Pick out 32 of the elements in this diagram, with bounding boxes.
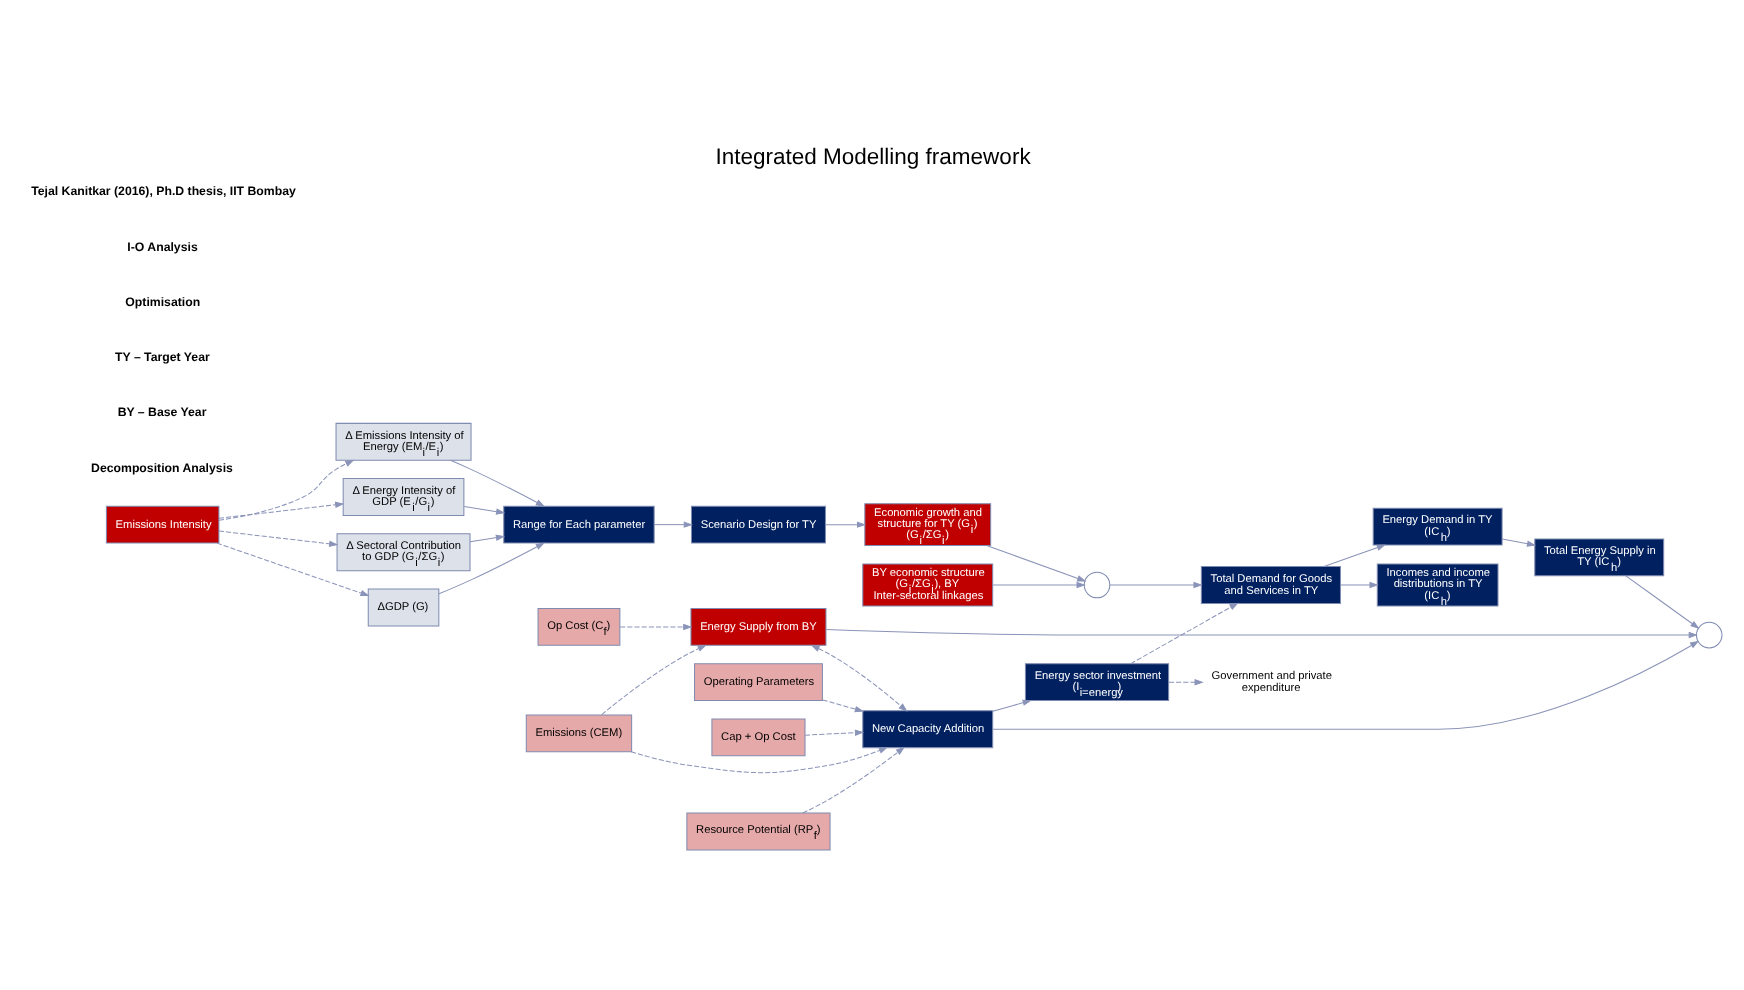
- arrow: [1323, 543, 1386, 567]
- arrow: [804, 728, 865, 735]
- arrow: [450, 458, 545, 506]
- node-circle: [1695, 620, 1723, 648]
- arrow: [619, 622, 693, 630]
- arrow: [218, 529, 339, 546]
- arrow: [986, 544, 1087, 581]
- arrow: [810, 643, 908, 711]
- diagram-title: Integrated Modelling framework: [715, 145, 1031, 170]
- arrow: [1501, 537, 1537, 546]
- arrow: [1130, 601, 1239, 664]
- arrow: [825, 628, 1698, 638]
- arrow: [218, 500, 345, 518]
- arrow: [1340, 580, 1379, 588]
- arrow: [825, 520, 867, 527]
- arrow: [1625, 574, 1700, 628]
- arrow: [469, 533, 506, 542]
- arrow: [992, 639, 1700, 729]
- arrow: [653, 520, 693, 527]
- arrow: [601, 643, 707, 715]
- arrow: [1168, 677, 1204, 685]
- arrow: [216, 541, 370, 596]
- arrow: [992, 698, 1032, 711]
- arrow: [992, 580, 1086, 588]
- arrow: [218, 458, 355, 520]
- arrow: [1109, 580, 1203, 588]
- arrow: [438, 541, 545, 594]
- arrow: [463, 505, 506, 514]
- arrow: [802, 745, 905, 813]
- arrow: [822, 698, 865, 712]
- arrow: [630, 746, 889, 773]
- node-circle: [1083, 570, 1111, 598]
